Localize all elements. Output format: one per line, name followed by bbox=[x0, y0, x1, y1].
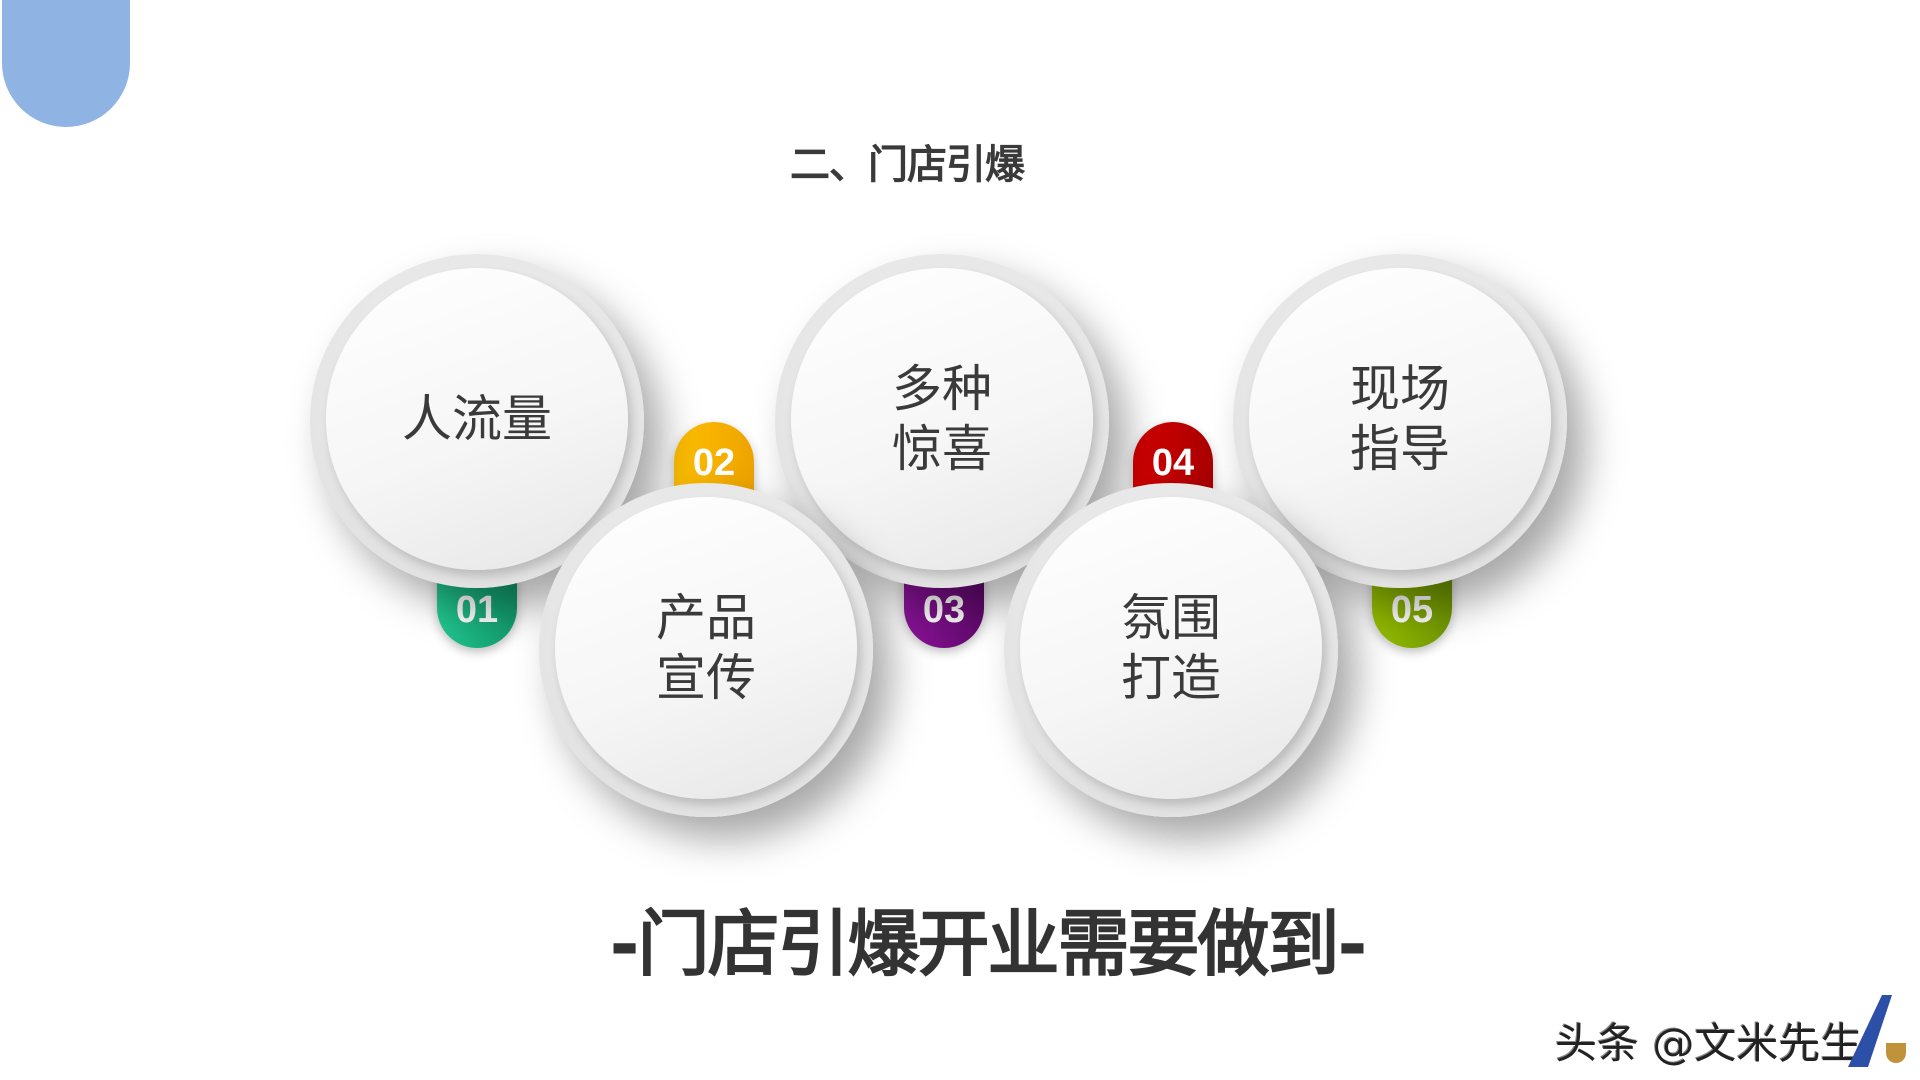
item-label: 氛围打造 bbox=[1121, 589, 1221, 707]
number-label: 02 bbox=[692, 442, 736, 484]
item-circle-04: 氛围打造 bbox=[1004, 483, 1338, 817]
number-label: 01 bbox=[455, 589, 499, 631]
item-label: 现场指导 bbox=[1350, 360, 1450, 478]
slogan: -门店引爆开业需要做到- bbox=[609, 902, 1368, 986]
number-label: 05 bbox=[1390, 589, 1434, 631]
item-label: 产品宣传 bbox=[656, 589, 756, 707]
item-label: 多种惊喜 bbox=[892, 360, 992, 478]
slide-title: 二、门店引爆 bbox=[790, 142, 1025, 188]
item-circle-02: 产品宣传 bbox=[539, 483, 873, 817]
number-label: 03 bbox=[922, 589, 966, 631]
item-circle-03: 多种惊喜 bbox=[775, 254, 1109, 588]
number-label: 04 bbox=[1151, 442, 1195, 484]
watermark-logo-icon bbox=[1848, 995, 1906, 1067]
watermark: 头条 @文米先生 bbox=[1555, 1019, 1863, 1068]
item-label: 人流量 bbox=[402, 390, 552, 448]
decorative-blob bbox=[2, 0, 130, 127]
item-circle-05: 现场指导 bbox=[1233, 254, 1567, 588]
